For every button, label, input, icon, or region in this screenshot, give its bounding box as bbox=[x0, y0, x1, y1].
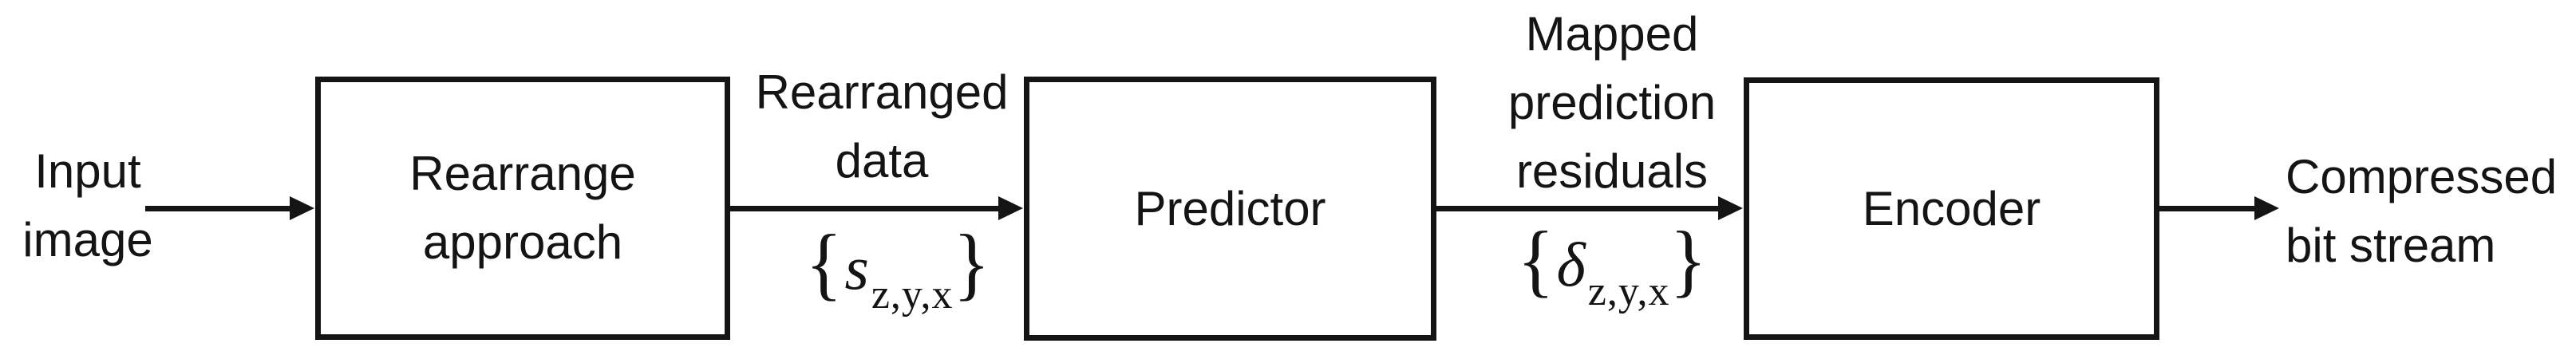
math-close-brace: } bbox=[1669, 214, 1707, 306]
math-open-brace: { bbox=[1517, 214, 1555, 306]
rearranged-data-label: Rearranged data bbox=[722, 58, 1041, 195]
rearrange-box-line2: approach bbox=[422, 215, 623, 269]
arrow-encoder-to-output-head-icon bbox=[2254, 196, 2279, 220]
arrow-rearrange-to-predictor-head-icon bbox=[998, 196, 1023, 220]
encoder-box-line1: Encoder bbox=[1862, 181, 2041, 235]
mapped-residuals-line2: prediction bbox=[1507, 76, 1717, 129]
math-symbol-s: s bbox=[844, 233, 869, 302]
input-image-line1: Input bbox=[34, 144, 141, 198]
arrow-predictor-to-encoder-head-icon bbox=[1718, 196, 1743, 220]
math-open-brace: { bbox=[805, 217, 843, 309]
arrow-encoder-to-output-line bbox=[2159, 206, 2254, 211]
compressed-bitstream-label: Compressed bit stream bbox=[2286, 143, 2576, 280]
compressed-bitstream-line2: bit stream bbox=[2286, 219, 2496, 272]
arrow-rearrange-to-predictor-line bbox=[730, 206, 998, 211]
mapped-residuals-line3: residuals bbox=[1515, 144, 1709, 198]
encoder-box: Encoder bbox=[1744, 77, 2159, 340]
math-close-brace: } bbox=[953, 217, 990, 309]
mapped-residuals-math: { δ z,y,x } bbox=[1492, 214, 1732, 313]
rearranged-data-line1: Rearranged bbox=[755, 65, 1009, 119]
math-symbol-delta: δ bbox=[1556, 230, 1586, 299]
input-image-label: Input image bbox=[8, 137, 168, 274]
rearrange-box-line1: Rearrange bbox=[409, 147, 636, 200]
math-subscript: z,y,x bbox=[1587, 269, 1670, 314]
compressed-bitstream-line1: Compressed bbox=[2286, 150, 2558, 203]
rearrange-approach-box: Rearrange approach bbox=[315, 77, 730, 340]
input-image-line2: image bbox=[22, 213, 153, 266]
math-subscript: z,y,x bbox=[871, 272, 954, 318]
predictor-box-line1: Predictor bbox=[1134, 181, 1326, 235]
rearranged-data-line2: data bbox=[835, 134, 929, 187]
mapped-residuals-line1: Mapped bbox=[1525, 7, 1699, 61]
arrow-input-to-rearrange-line bbox=[145, 206, 291, 211]
predictor-box: Predictor bbox=[1024, 77, 1436, 341]
arrow-predictor-to-encoder-line bbox=[1436, 206, 1718, 211]
mapped-residuals-label: Mapped prediction residuals bbox=[1448, 0, 1776, 206]
rearranged-data-math: { s z,y,x } bbox=[778, 217, 1017, 316]
arrow-input-to-rearrange-head-icon bbox=[290, 196, 314, 220]
